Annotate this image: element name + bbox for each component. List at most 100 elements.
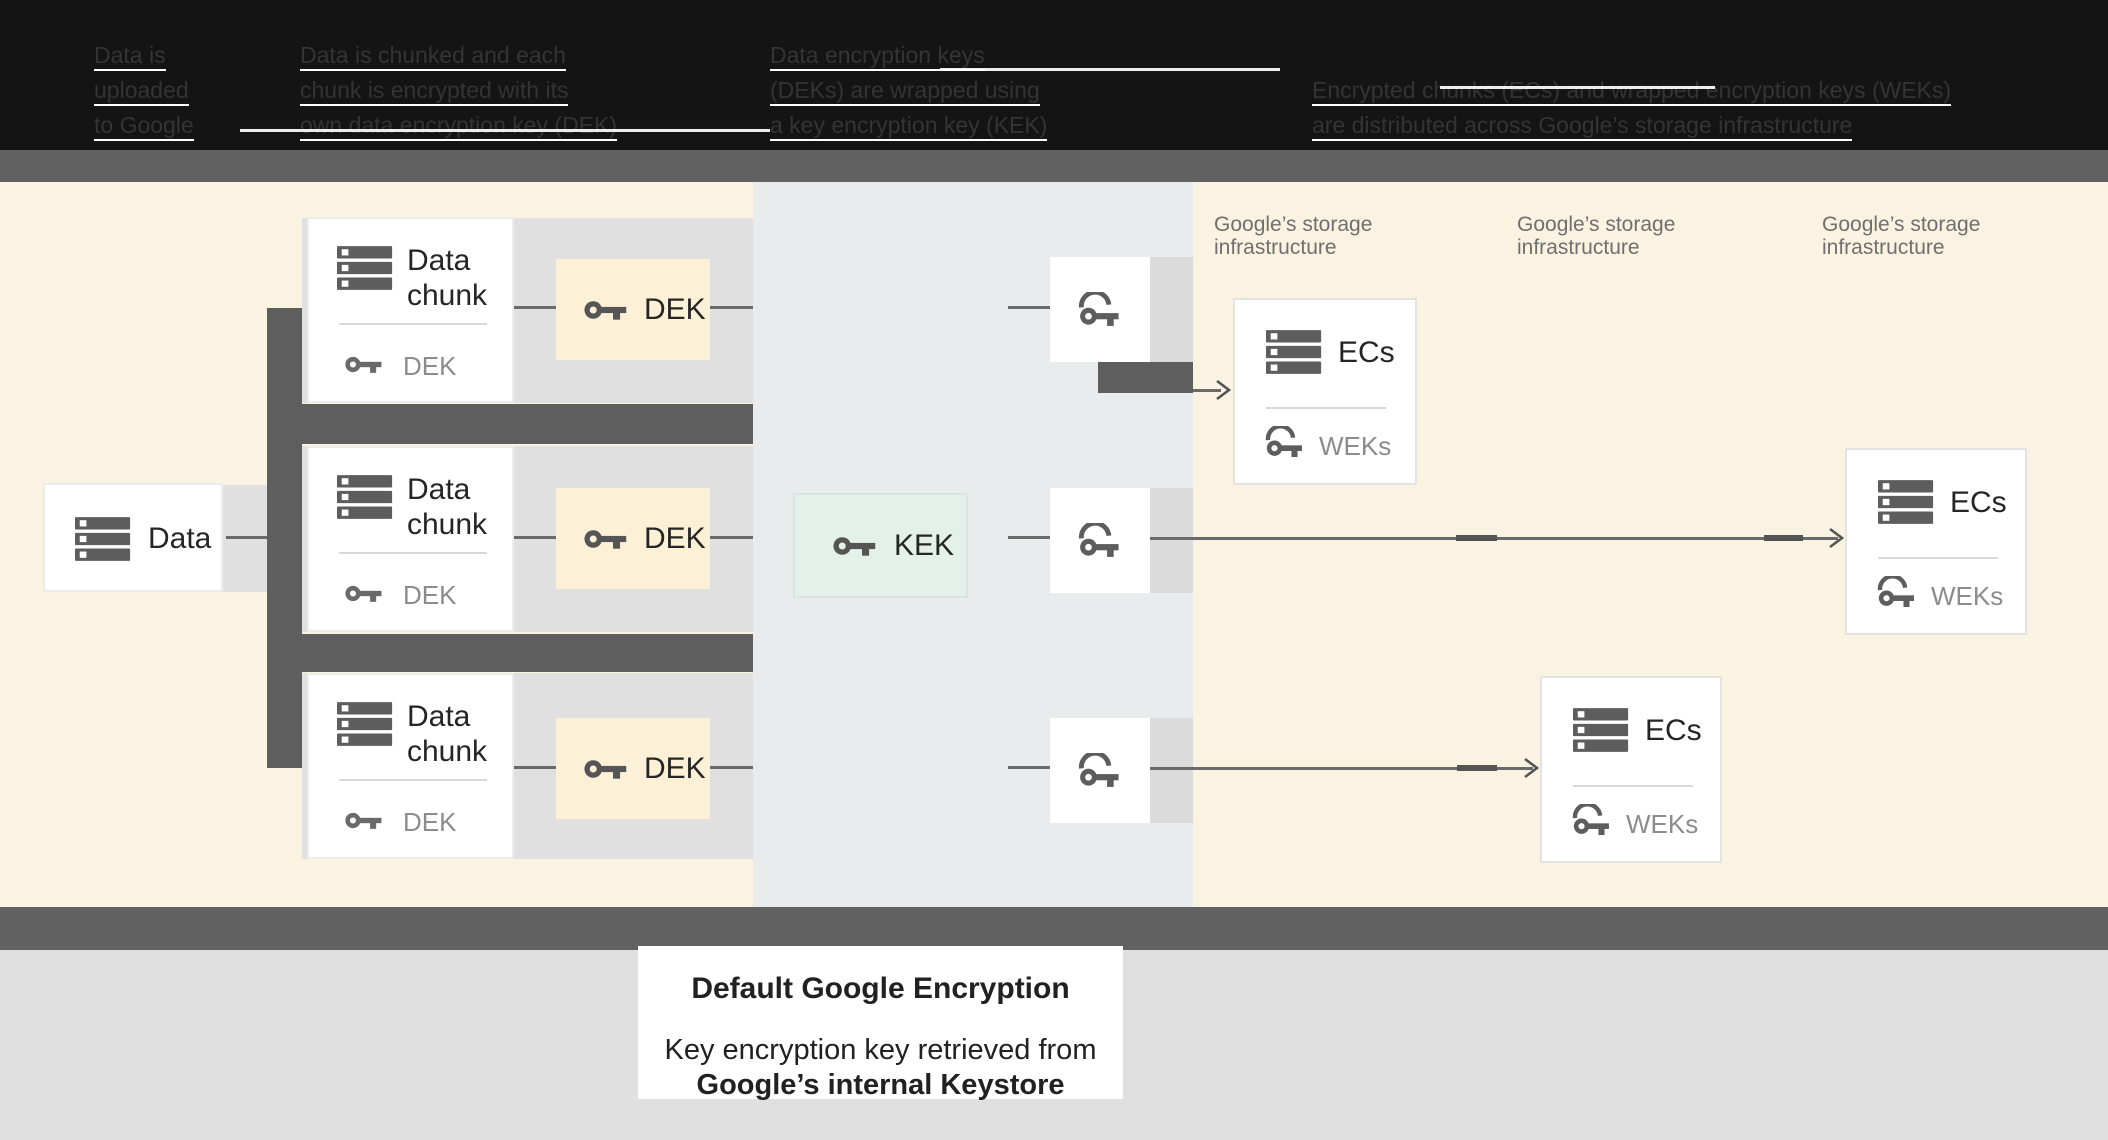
header-step-3-line-2: (DEKs) are wrapped using <box>770 77 1040 106</box>
arrow-segment <box>1457 765 1497 771</box>
header-step-1: Data is uploaded to Google <box>94 38 294 143</box>
connector-chunk2-dek2 <box>514 536 556 539</box>
kek-box: KEK <box>793 493 968 598</box>
arrow-line-row1 <box>1193 389 1221 392</box>
header-step-2-line-2: chunk is encrypted with its <box>300 77 569 106</box>
wrapped-key-icon <box>1265 426 1302 458</box>
key-icon <box>345 812 382 829</box>
weks-label: WEKs <box>1319 431 1392 461</box>
data-chunk-label: Data chunk <box>407 700 488 768</box>
arrowhead-row3 <box>1524 757 1540 779</box>
chunk-dek-label: DEK <box>403 580 457 610</box>
storage-label-line: infrastructure <box>1517 236 1640 259</box>
header-step-2-line-1: Data is chunked and each <box>300 42 566 71</box>
caption-subtitle-line-1: Key encryption key retrieved from <box>664 1034 1097 1066</box>
wrapped-key-icon <box>1078 752 1119 787</box>
header-step-4-line-1: Encrypted chunks (ECs) and wrapped encry… <box>1312 77 1952 106</box>
header-step-1-line-2: uploaded <box>94 77 189 106</box>
dek-box-1: DEK <box>556 259 710 360</box>
dek-box-3: DEK <box>556 718 710 819</box>
connector-data-trunk <box>226 536 267 539</box>
wrapped-key-box-1 <box>1050 257 1150 362</box>
wrapped-key-box-3 <box>1050 718 1150 823</box>
storage-label-line: Google’s storage <box>1214 213 1373 236</box>
weks-label: WEKs <box>1626 809 1699 839</box>
ecs-box-1: ECs WEKs <box>1233 298 1417 485</box>
servers-icon <box>75 517 131 561</box>
key-icon <box>833 536 876 556</box>
connector-keybox1 <box>1008 306 1050 309</box>
chunk-dek-label: DEK <box>403 351 457 381</box>
stray-underline <box>940 68 1280 71</box>
ecs-label: ECs <box>1338 336 1395 369</box>
connector-chunk1-dek1 <box>514 306 556 309</box>
storage-label-3: Google’s storage infrastructure <box>1822 213 1980 259</box>
data-chunk-box-1: Data chunk DEK <box>307 217 514 403</box>
connector-dek1-panel <box>710 306 753 309</box>
connector-dek2-panel <box>710 536 753 539</box>
arrowhead-row2 <box>1829 527 1845 549</box>
connector-chunk3-dek3 <box>514 766 556 769</box>
wrapped-key-bar <box>1098 362 1193 393</box>
header-step-4-line-2: are distributed across Google’s storage … <box>1312 112 1853 141</box>
divider-line <box>1878 557 1998 559</box>
key-icon <box>584 759 627 779</box>
key-icon <box>345 585 382 602</box>
weks-label: WEKs <box>1931 581 2004 611</box>
servers-icon <box>337 475 393 519</box>
divider-line <box>1573 785 1693 787</box>
servers-icon <box>1878 480 1934 524</box>
key-strip-3 <box>1150 718 1193 823</box>
ecs-label: ECs <box>1645 714 1702 747</box>
data-chunk-box-2: Data chunk DEK <box>307 446 514 632</box>
branch-bar-1 <box>267 404 753 444</box>
data-chunk-box-3: Data chunk DEK <box>307 673 514 859</box>
ecs-box-2: ECs WEKs <box>1845 448 2027 635</box>
key-strip-1 <box>1150 257 1193 362</box>
servers-icon <box>1266 330 1322 374</box>
data-chunk-label: Data chunk <box>407 244 488 312</box>
data-box: Data <box>43 483 223 592</box>
header-step-3-line-1: Data encryption keys <box>770 42 985 71</box>
divider-bar-bottom <box>0 907 2108 950</box>
dek-label: DEK <box>644 521 706 555</box>
kek-label: KEK <box>894 528 955 562</box>
storage-label-line: infrastructure <box>1214 236 1337 259</box>
header-step-3-line-3: a key encryption key (KEK) <box>770 112 1048 141</box>
arrow-line-row3 <box>1150 766 1533 770</box>
storage-label-line: Google’s storage <box>1517 213 1676 236</box>
divider-line <box>339 779 487 781</box>
header-step-4: Encrypted chunks (ECs) and wrapped encry… <box>1312 73 1972 143</box>
wrapped-key-icon <box>1877 576 1914 608</box>
ecs-label: ECs <box>1950 486 2007 519</box>
dek-label: DEK <box>644 292 706 326</box>
header-step-1-line-3: to Google <box>94 112 194 141</box>
divider-bar-top <box>0 150 2108 182</box>
dek-label: DEK <box>644 751 706 785</box>
key-icon <box>584 529 627 549</box>
ecs-box-3: ECs WEKs <box>1540 676 1722 863</box>
connector-keybox3 <box>1008 766 1050 769</box>
arrowhead-row1 <box>1216 379 1232 401</box>
wrapped-key-box-2 <box>1050 488 1150 593</box>
storage-label-1: Google’s storage infrastructure <box>1214 213 1372 259</box>
header-step-2: Data is chunked and each chunk is encryp… <box>300 38 720 143</box>
branch-bar-2 <box>267 634 753 672</box>
header-bar: Data is uploaded to Google Data is chunk… <box>0 0 2108 150</box>
divider-line <box>339 552 487 554</box>
key-icon <box>584 300 627 320</box>
connector-keybox2 <box>1008 536 1050 539</box>
storage-label-2: Google’s storage infrastructure <box>1517 213 1675 259</box>
caption-box: Default Google Encryption Key encryption… <box>638 946 1123 1101</box>
wrapped-key-icon <box>1078 291 1119 326</box>
wrapped-key-icon <box>1572 804 1609 836</box>
header-step-2-line-3: own data encryption key (DEK) <box>300 112 618 141</box>
chunk-dek-label: DEK <box>403 807 457 837</box>
dek-box-2: DEK <box>556 488 710 589</box>
header-step-1-line-1: Data is <box>94 42 166 71</box>
stray-underline <box>1440 86 1715 89</box>
storage-label-line: Google’s storage <box>1822 213 1981 236</box>
caption-subtitle-line-2: Google’s internal Keystore <box>696 1069 1065 1101</box>
key-strip-2 <box>1150 488 1193 593</box>
